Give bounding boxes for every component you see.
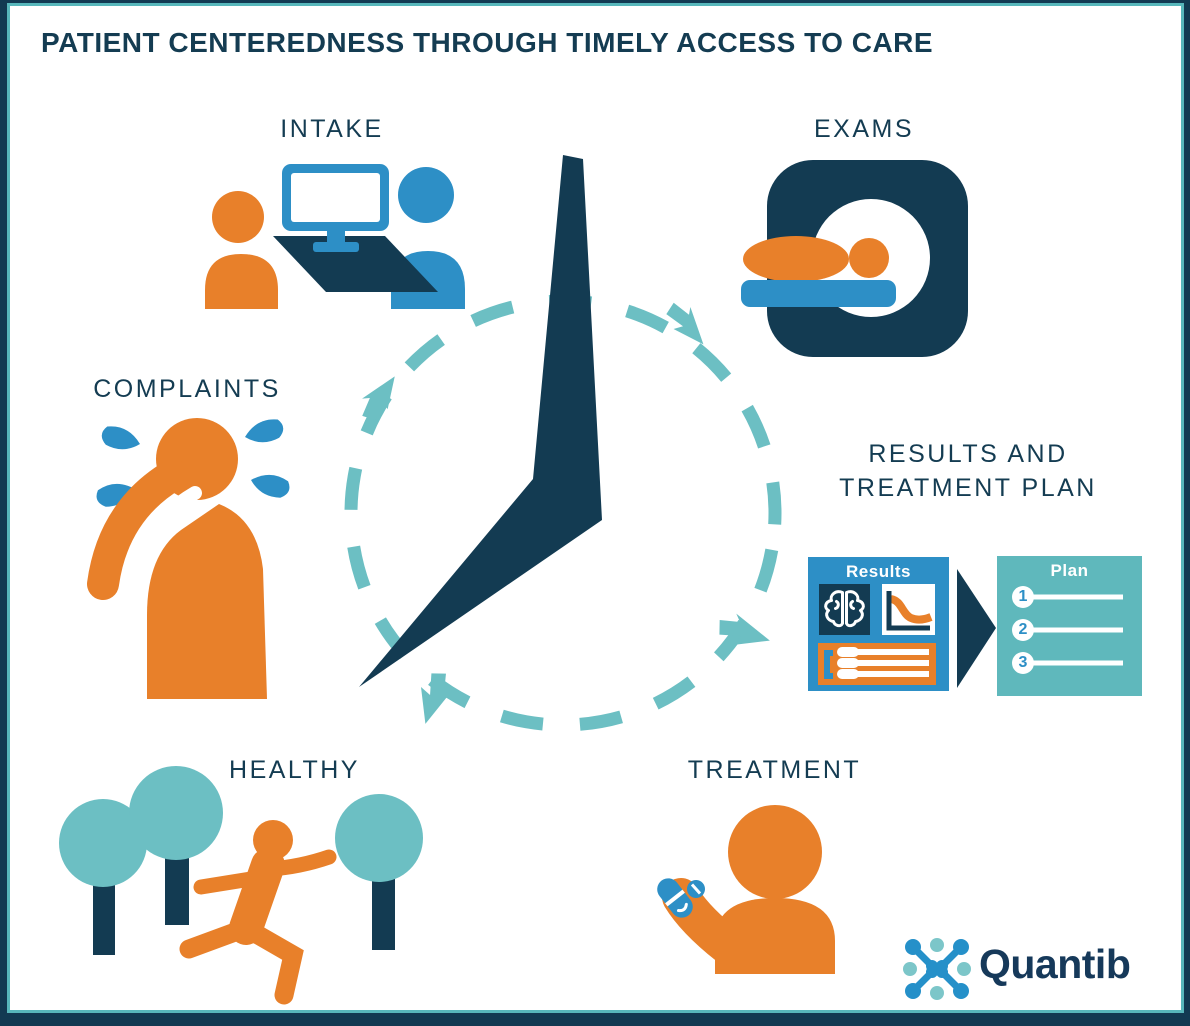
- stage-label-healthy: HEALTHY: [229, 756, 360, 784]
- plan-number-badge: [1012, 619, 1034, 641]
- healthy-illustration: [59, 766, 423, 1005]
- runner-arm-front: [262, 849, 337, 877]
- intake-illustration: [205, 164, 465, 309]
- stage-label-intake: INTAKE: [280, 115, 384, 143]
- tree-trunk: [165, 851, 189, 925]
- treatment-figure-head: [728, 805, 822, 899]
- patient-figure-head: [212, 191, 264, 243]
- plan-card-title: Plan: [1050, 561, 1089, 580]
- plan-item-number: 2: [1018, 621, 1028, 638]
- exams-illustration: [741, 160, 968, 357]
- complaints-figure-arm: [87, 459, 189, 600]
- arm-gap: [126, 486, 202, 576]
- molecule-teal-dots: [903, 938, 971, 1000]
- scanned-patient-head: [849, 238, 889, 278]
- monitor-stand: [327, 229, 345, 244]
- cycle-clock: [344, 155, 782, 732]
- pain-drop-icon: [96, 483, 135, 507]
- tree-icon: [335, 794, 423, 882]
- plan-item-number: 3: [1018, 654, 1028, 671]
- pain-drops: [96, 419, 290, 507]
- runner-arm-back: [193, 869, 271, 895]
- scanner-table: [741, 280, 896, 307]
- runner-leg-back: [236, 918, 304, 1005]
- round-pill-icon: [687, 880, 705, 898]
- monitor-screen: [291, 173, 380, 222]
- tree-trunk: [93, 879, 115, 955]
- tree-icon: [129, 766, 223, 860]
- capsule-pill-icon: [657, 878, 693, 918]
- scanned-patient-body: [743, 236, 849, 282]
- pain-drop-icon: [101, 426, 140, 450]
- molecule-blue-dots: [905, 939, 969, 999]
- stage-label-results-line1: RESULTS AND: [868, 440, 1068, 468]
- monitor-base: [313, 242, 359, 252]
- plan-number-badge: [1012, 652, 1034, 674]
- clockwise-arrow-icon: [666, 302, 704, 345]
- stage-label-results-line2: TREATMENT PLAN: [839, 474, 1097, 502]
- patient-figure-body: [205, 254, 278, 309]
- stage-label-exams: EXAMS: [813, 115, 915, 143]
- clock-hands-icon: [359, 155, 602, 687]
- pain-drop-icon: [251, 474, 290, 498]
- pain-drop-icon: [245, 419, 284, 443]
- results-card: [808, 557, 996, 691]
- clerk-figure-head: [398, 167, 454, 223]
- declining-chart-icon: [886, 591, 933, 631]
- clockwise-arrow-icon: [420, 673, 453, 724]
- report-bars-icon: [824, 647, 929, 679]
- quantib-wordmark: Quantib: [979, 941, 1131, 987]
- brain-scan-icon: [824, 590, 865, 628]
- clockwise-arrow-icon: [362, 376, 395, 421]
- tree-crowns: [59, 766, 423, 887]
- stage-label-results-plan: RESULTS AND TREATMENT PLAN: [837, 437, 1099, 505]
- stage-label-treatment: TREATMENT: [687, 756, 862, 784]
- quantib-molecule-icon: [903, 938, 971, 1000]
- arrow-right-icon: [957, 569, 996, 688]
- treatment-illustration: [657, 805, 835, 974]
- runner-icon: [179, 820, 337, 1005]
- treatment-figure-body: [715, 898, 835, 974]
- complaints-illustration: [87, 418, 290, 699]
- clockwise-arrows: [362, 302, 770, 724]
- tree-icon: [59, 799, 147, 887]
- tree-trunks: [93, 851, 395, 955]
- runner-leg-front: [179, 918, 256, 959]
- plan-number-badge: [1012, 586, 1034, 608]
- plan-item-number: 1: [1018, 588, 1028, 605]
- tree-trunk: [372, 877, 395, 950]
- plan-card: [997, 556, 1142, 696]
- complaints-figure-body: [147, 504, 267, 699]
- results-card-title: Results: [846, 562, 911, 581]
- infographic-artwork: [59, 155, 1142, 1005]
- stage-label-complaints: COMPLAINTS: [93, 375, 281, 403]
- plan-list-lines: [1012, 586, 1123, 674]
- clockwise-arrow-icon: [719, 613, 770, 646]
- dashed-cycle-circle: [344, 294, 782, 732]
- page-title: PATIENT CENTEREDNESS THROUGH TIMELY ACCE…: [41, 27, 934, 58]
